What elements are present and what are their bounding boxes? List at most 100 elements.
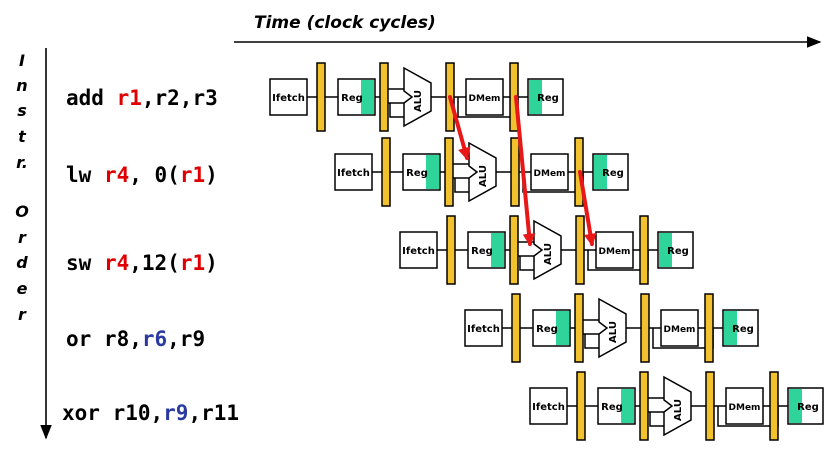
instruction-text: or r8,r6,r9 <box>66 327 205 351</box>
instruction-segment: ,r2,r3 <box>142 86 218 110</box>
reg-label: Reg <box>667 246 689 257</box>
instruction-segment: r9 <box>163 401 188 425</box>
pipeline-register-latch <box>509 215 519 285</box>
instruction-text: lw r4, 0(r1) <box>66 163 218 187</box>
dmem-label: DMem <box>664 325 696 335</box>
instruction-segment: ,12( <box>129 251 180 275</box>
instruction-segment: ) <box>205 163 218 187</box>
reg-label: Reg <box>537 93 559 104</box>
datapath-wire <box>584 334 601 349</box>
ifetch-box <box>529 387 568 425</box>
instruction-segment: r1 <box>180 251 205 275</box>
pipeline-register-latch <box>704 293 714 363</box>
reg-label: Reg <box>341 93 363 104</box>
time-axis-label: Time (clock cycles) <box>254 13 436 33</box>
instruction-segment: lw <box>66 163 104 187</box>
alu-shape <box>468 141 497 203</box>
instruction-segment: r4 <box>104 163 129 187</box>
instruction-segment: r4 <box>104 251 129 275</box>
instruction-segment: ,r11 <box>188 401 239 425</box>
instruction-segment: ,r9 <box>167 327 205 351</box>
register-write-shading <box>724 311 737 345</box>
pipeline-register-latch <box>511 293 521 363</box>
alu-shape <box>663 375 692 437</box>
reg-label: Reg <box>732 324 754 335</box>
order-label-letter: t <box>18 127 27 146</box>
order-label-letter: d <box>16 253 28 272</box>
alu-label: ALU <box>478 165 489 187</box>
pipeline-register-latch <box>316 62 326 132</box>
ifetch-label: Ifetch <box>337 168 370 179</box>
pipeline-register-latch <box>446 215 456 285</box>
ifetch-label: Ifetch <box>467 324 500 335</box>
register-read-shading <box>426 155 439 189</box>
reg-label: Reg <box>471 246 493 257</box>
pipeline-row: Ifetch Reg ALU DMem Reg <box>399 215 694 285</box>
pipeline-register-latch <box>379 62 389 132</box>
forwarding-arrow <box>448 95 471 161</box>
register-read-shading <box>361 80 374 114</box>
alu-label: ALU <box>543 243 554 265</box>
pipeline-register-latch <box>576 371 586 441</box>
reg-label: Reg <box>536 324 558 335</box>
instruction-segment: r1 <box>117 86 142 110</box>
instruction-text: xor r10,r9,r11 <box>62 401 239 425</box>
pipeline-register-latch <box>705 371 715 441</box>
instruction-segment: add <box>66 86 117 110</box>
dmem-label: DMem <box>599 247 631 257</box>
order-label-letter: O <box>15 202 29 221</box>
instruction-segment: , 0( <box>129 163 180 187</box>
pipeline-register-latch <box>381 137 391 207</box>
alu-shape <box>598 297 627 359</box>
register-write-shading <box>659 233 672 267</box>
pipeline-register-latch <box>574 293 584 363</box>
alu-label: ALU <box>673 399 684 421</box>
data-memory-box <box>595 231 634 269</box>
datapath-wire <box>389 103 406 118</box>
pipeline-register-latch <box>575 215 585 285</box>
reg-label: Reg <box>406 168 428 179</box>
dmem-label: DMem <box>729 403 761 413</box>
register-read-shading <box>556 311 569 345</box>
forwarding-arrows <box>448 95 597 247</box>
order-label-letter: e <box>17 279 28 298</box>
pipeline-register-latch <box>639 215 649 285</box>
instruction-segment: ) <box>205 251 218 275</box>
datapath-wire <box>519 256 536 271</box>
instruction-segment: or r8, <box>66 327 142 351</box>
forwarding-arrow <box>514 95 536 247</box>
instruction-segment: sw <box>66 251 104 275</box>
reg-label: Reg <box>602 168 624 179</box>
instruction-text: add r1,r2,r3 <box>66 86 218 110</box>
pipeline-register-latch <box>510 137 520 207</box>
dmem-label: DMem <box>469 94 501 104</box>
register-write-shading <box>529 80 542 114</box>
ifetch-label: Ifetch <box>402 246 435 257</box>
instruction-text: sw r4,12(r1) <box>66 251 218 275</box>
data-memory-box <box>660 309 699 347</box>
data-memory-box <box>530 153 569 191</box>
order-label-letter: n <box>16 76 27 95</box>
register-write-shading <box>594 155 607 189</box>
pipeline-register-latch <box>444 137 454 207</box>
ifetch-label: Ifetch <box>272 93 305 104</box>
alu-shape <box>403 66 432 128</box>
pipeline-register-latch <box>640 293 650 363</box>
order-label-letter: r <box>18 305 27 324</box>
pipeline-register-latch <box>769 371 779 441</box>
instruction-segment: r6 <box>142 327 167 351</box>
order-label-letter: r <box>18 228 27 247</box>
datapath-wire <box>454 178 471 193</box>
instruction-segment: xor r10, <box>62 401 163 425</box>
dmem-label: DMem <box>534 169 566 179</box>
order-label-letter: s <box>17 101 27 120</box>
reg-label: Reg <box>601 402 623 413</box>
register-read-shading <box>491 233 504 267</box>
instruction-segment: r1 <box>180 163 205 187</box>
register-write-shading <box>789 389 802 423</box>
